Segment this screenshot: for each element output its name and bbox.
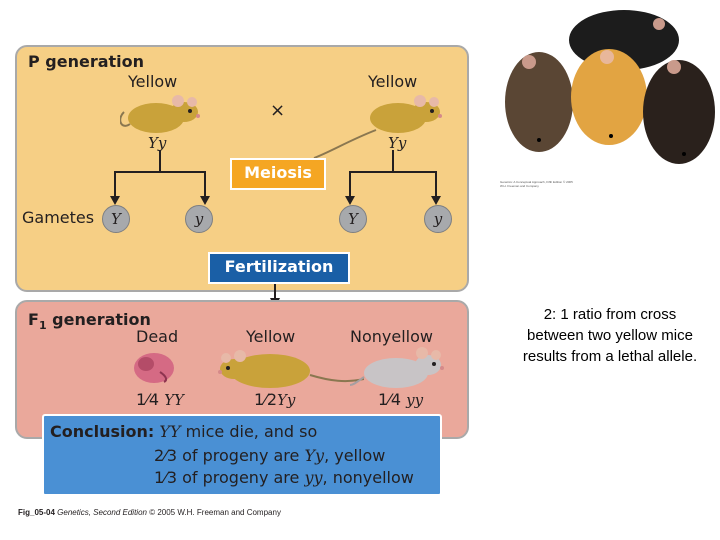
meiosis-label-box: Meiosis [230, 158, 326, 190]
left-parent-phenotype: Yellow [128, 72, 178, 91]
left-parent-genotype: Yy [148, 134, 167, 152]
gamete-3: Y [339, 205, 367, 233]
right-parent-mouse-icon [313, 95, 442, 159]
mice-photo [499, 2, 719, 178]
p-generation-title: P generation [28, 52, 145, 71]
conclusion-line-1: Conclusion: YY mice die, and so [50, 422, 318, 441]
dead-pup-icon [134, 353, 174, 383]
nonyellow-offspring-mouse-icon [350, 347, 444, 388]
right-parent-phenotype: Yellow [368, 72, 418, 91]
nonyellow-phenotype: Nonyellow [350, 327, 433, 346]
left-parent-mouse-icon [120, 95, 200, 133]
cross-symbol: × [270, 100, 286, 121]
yellow-ratio: 1⁄2Yy [254, 390, 296, 409]
yellow-offspring-mouse-icon [218, 350, 364, 388]
gamete-2: y [185, 205, 213, 233]
figure-caption: Fig_05-04 Genetics, Second Edition © 200… [18, 508, 281, 517]
yellow-phenotype: Yellow [246, 327, 296, 346]
nonyellow-ratio: 1⁄4 yy [378, 390, 424, 409]
meiosis-arrows [110, 150, 441, 300]
f1-generation-title: F1 generation [28, 310, 151, 333]
summary-text: 2: 1 ratio from cross between two yellow… [522, 306, 698, 365]
gamete-1: Y [102, 205, 130, 233]
gametes-label: Gametes [22, 208, 95, 227]
conclusion-box: Conclusion: YY mice die, and so 2⁄3 of p… [42, 414, 442, 496]
dead-ratio: 1⁄4 YY [136, 390, 184, 409]
conclusion-line-3: 1⁄3 of progeny are yy, nonyellow [154, 468, 414, 487]
gamete-4: y [424, 205, 452, 233]
right-parent-genotype: Yy [388, 134, 407, 152]
fertilization-label-box: Fertilization [208, 252, 350, 284]
conclusion-line-2: 2⁄3 of progeny are Yy, yellow [154, 446, 386, 465]
photo-credit: Genetics: A Conceptual Approach, Fifth E… [500, 180, 573, 188]
dead-phenotype: Dead [136, 327, 179, 346]
